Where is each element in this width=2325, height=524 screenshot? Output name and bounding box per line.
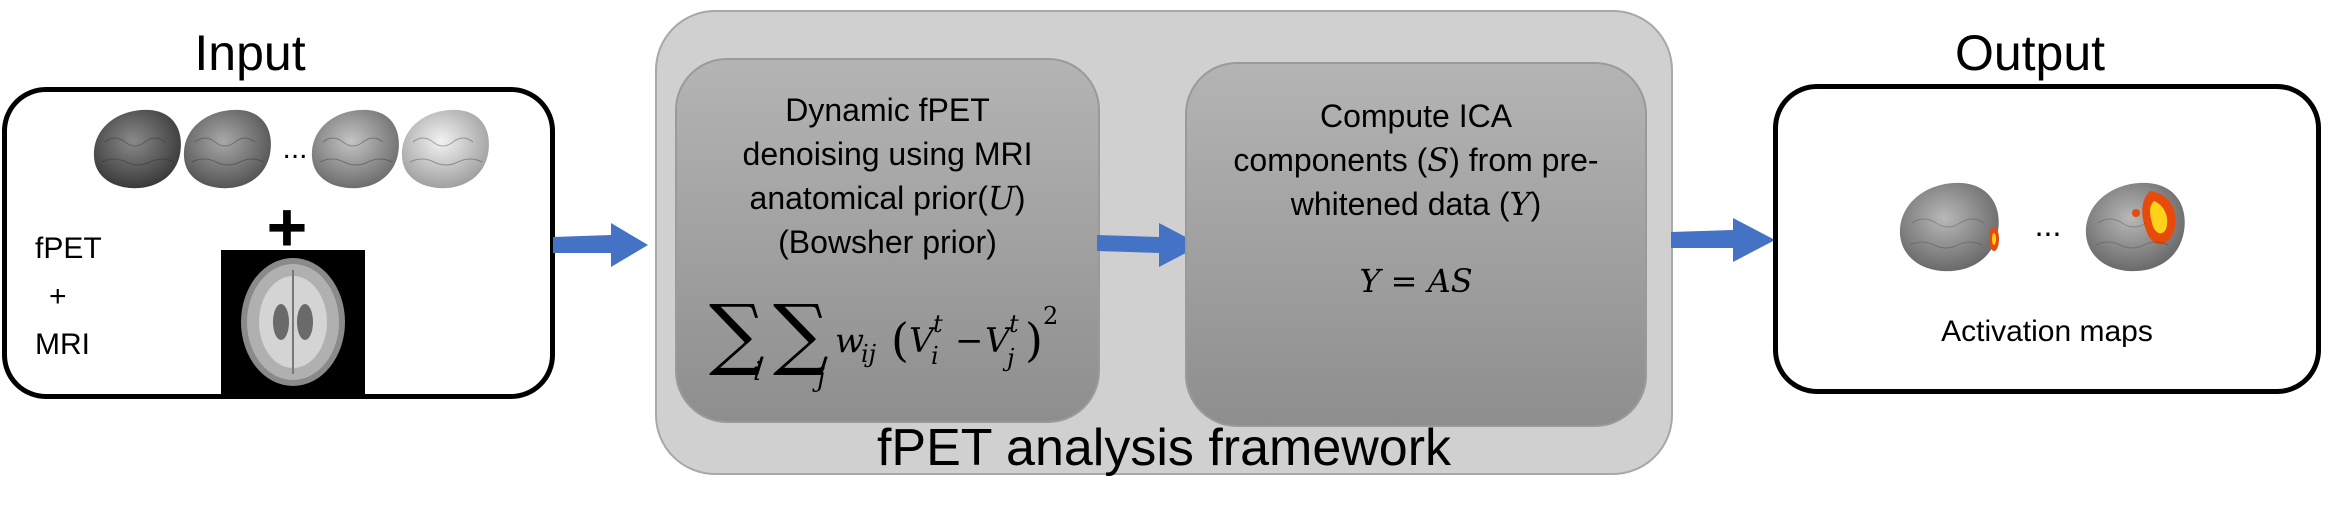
activation-brain-1 xyxy=(1899,182,1999,272)
svg-text:i: i xyxy=(931,342,939,370)
label-mri: MRI xyxy=(35,328,90,361)
svg-text:∑: ∑ xyxy=(773,289,829,379)
svg-text:ij: ij xyxy=(861,340,877,368)
svg-text:−: − xyxy=(955,321,984,361)
panel2-line3: whitened data (Y) xyxy=(1290,185,1542,223)
panel2-line1: Compute ICA xyxy=(1319,98,1513,134)
svg-text:(: ( xyxy=(891,313,909,367)
svg-text:t: t xyxy=(1009,310,1019,338)
ica-equation: Y = AS xyxy=(1359,262,1473,300)
svg-text:V: V xyxy=(985,321,1013,361)
svg-text:i: i xyxy=(753,357,761,387)
mri-slice-svg xyxy=(241,258,345,386)
bowsher-formula: ∑ i ∑ j w ij ( V i t − V j t ) 2 xyxy=(677,280,1098,400)
input-title: Input xyxy=(194,25,306,81)
arrow-input-to-framework xyxy=(553,223,648,267)
svg-text:w: w xyxy=(835,321,864,361)
panel1-line1: Dynamic fPET xyxy=(785,92,990,128)
svg-text:V: V xyxy=(909,321,937,361)
svg-text:∑: ∑ xyxy=(709,289,765,379)
ica-panel: Compute ICA components (S) from pre- whi… xyxy=(1185,62,1647,427)
panel2-text: Compute ICA components (S) from pre- whi… xyxy=(1187,94,1645,226)
brain-ellipsis: ... xyxy=(282,132,308,165)
panel1-line4: (Bowsher prior) xyxy=(778,224,997,260)
panel1-line2: denoising using MRI xyxy=(742,136,1033,172)
svg-text:2: 2 xyxy=(1043,302,1058,330)
activation-brains-svg xyxy=(1899,182,2185,272)
brain-frames-svg xyxy=(93,109,489,189)
arrow-framework-to-output xyxy=(1671,218,1775,262)
denoising-panel: Dynamic fPET denoising using MRI anatomi… xyxy=(675,58,1100,423)
brain-frame-2 xyxy=(183,109,271,189)
framework-label: fPET analysis framework xyxy=(876,419,1452,477)
panel1-line3: anatomical prior(U) xyxy=(749,179,1026,217)
mri-slice-image xyxy=(221,250,365,394)
svg-text:t: t xyxy=(933,310,943,338)
arrow-denoising-to-ica xyxy=(1097,223,1201,267)
output-ellipsis: ... xyxy=(2034,207,2062,243)
label-fpet: fPET xyxy=(35,232,102,265)
label-plus: + xyxy=(49,280,67,313)
input-box: ... + fPET + MRI xyxy=(2,87,555,399)
fpet-brain-frames xyxy=(90,102,490,197)
output-box: ... Activation maps xyxy=(1773,84,2321,394)
panel1-text: Dynamic fPET denoising using MRI anatomi… xyxy=(677,88,1098,264)
svg-text:): ) xyxy=(1025,313,1043,367)
brain-frame-4 xyxy=(401,109,489,189)
output-title: Output xyxy=(1954,25,2106,81)
activation-caption: Activation maps xyxy=(1941,315,2153,348)
input-modality-label: fPET + MRI xyxy=(35,225,115,369)
activation-brains xyxy=(1898,173,2198,283)
brain-frame-3 xyxy=(311,109,399,189)
panel2-line2: components (S) from pre- xyxy=(1233,141,1599,179)
formula-svg: ∑ i ∑ j w ij ( V i t − V j t ) 2 xyxy=(709,289,1058,393)
brain-frame-1 xyxy=(93,109,181,189)
